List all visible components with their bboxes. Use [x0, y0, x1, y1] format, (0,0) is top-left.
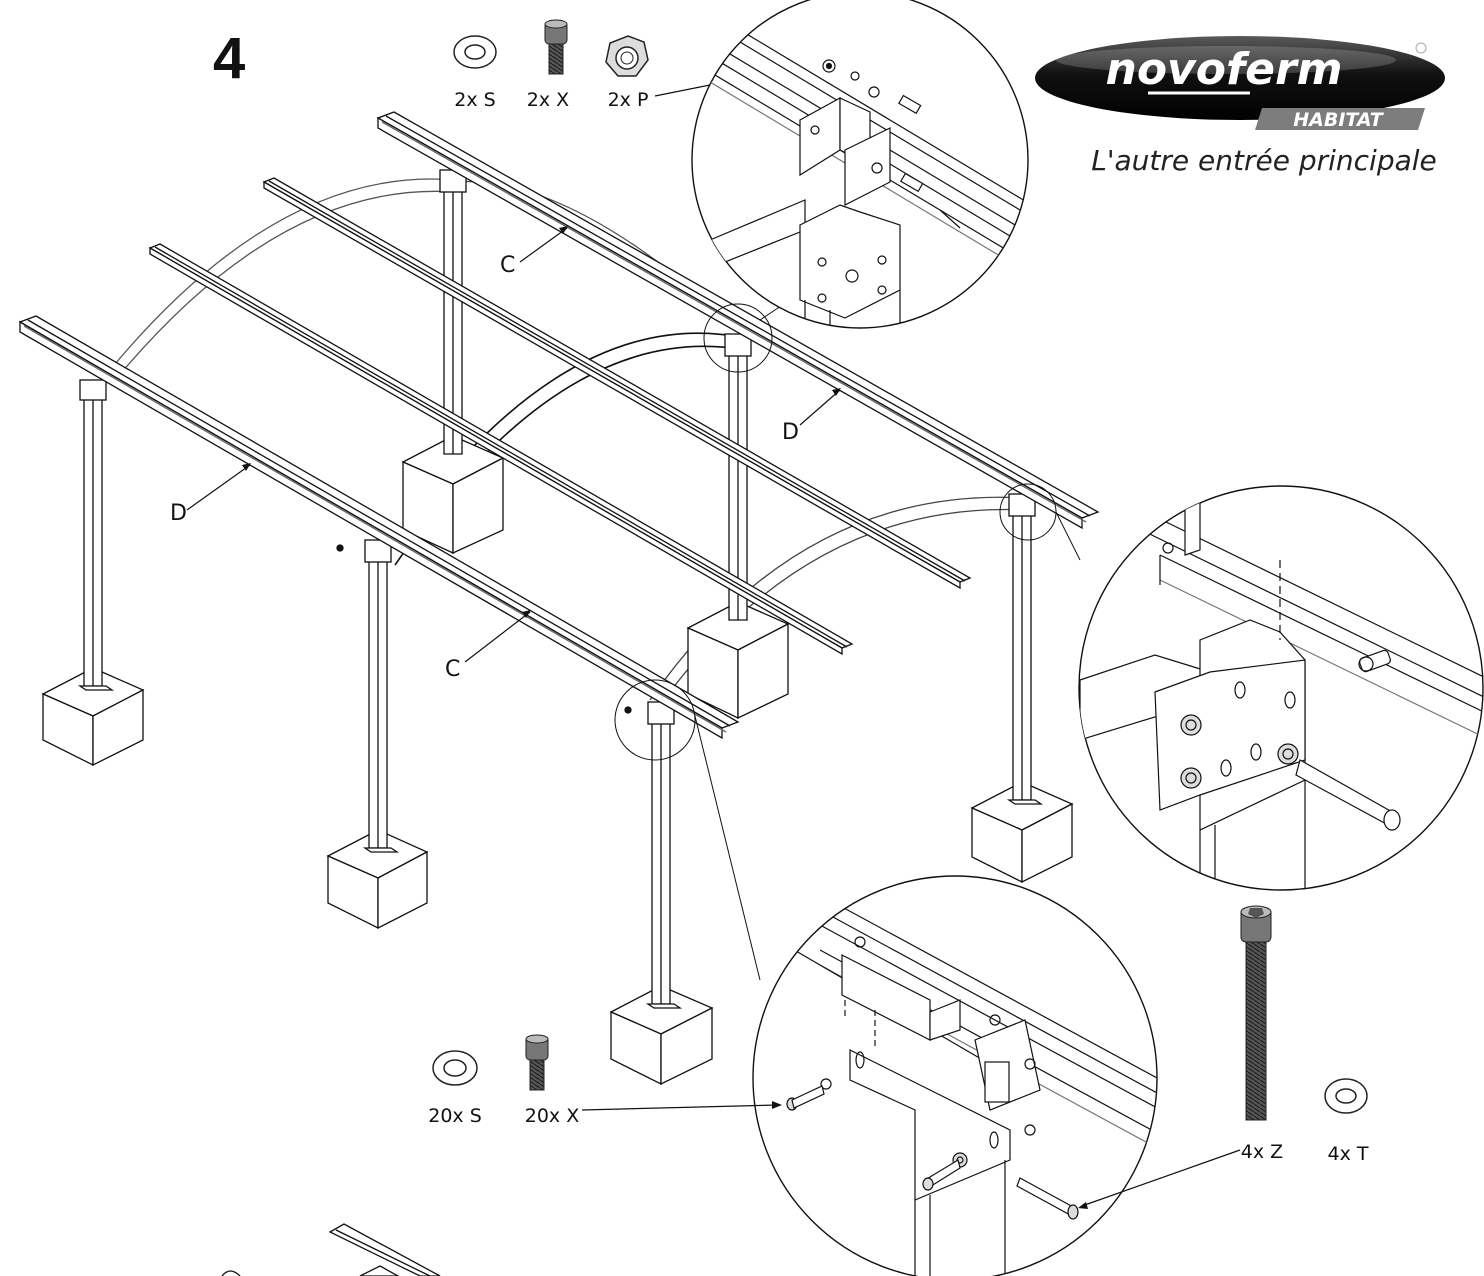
concrete-block	[326, 829, 429, 930]
beam-d	[18, 315, 740, 740]
brand-name: novoferm	[1106, 44, 1343, 95]
beam-c	[148, 243, 854, 656]
callout-d: D	[170, 501, 187, 526]
detail-view-right	[1078, 485, 1484, 891]
washer-icon	[432, 1050, 478, 1086]
step-number: 4	[213, 26, 245, 91]
part-label: 20x X	[525, 1105, 579, 1127]
hex-socket-bolt-icon	[525, 1034, 549, 1091]
brand-tagline: L'autre entrée principale	[1091, 144, 1437, 177]
hardware-right: 4x Z 4x T	[1078, 905, 1369, 1209]
brand-sub: HABITAT	[1293, 109, 1385, 131]
concrete-block	[970, 781, 1074, 884]
hardware-top: 2x S 2x X 2x P	[453, 19, 822, 111]
post	[83, 397, 103, 687]
long-bolt-icon	[1240, 905, 1272, 1121]
beam-c	[262, 177, 972, 590]
detail-view-top	[691, 0, 1029, 329]
part-label: 2x P	[608, 89, 649, 111]
callout-d: D	[782, 420, 799, 445]
part-label: 2x X	[527, 89, 569, 111]
part-label: 20x S	[428, 1105, 482, 1127]
leader-line	[1081, 1149, 1241, 1207]
brand-logo: novoferm HABITAT L'autre entrée principa…	[1035, 36, 1445, 177]
concrete-block	[401, 435, 505, 555]
hex-nut-icon	[605, 35, 649, 77]
hex-socket-bolt-icon	[544, 19, 568, 75]
next-step-fragment	[221, 1223, 441, 1276]
callout-c: C	[445, 657, 460, 682]
concrete-block	[41, 667, 145, 767]
callouts: C C D D	[170, 226, 841, 682]
washer-icon	[1324, 1078, 1368, 1114]
part-label: 2x S	[454, 89, 495, 111]
beam-d	[376, 111, 1100, 530]
post	[1012, 511, 1032, 801]
detail-view-bottom	[752, 875, 1158, 1276]
carport-structure	[18, 111, 1100, 1086]
post	[651, 721, 671, 1005]
callout-c: C	[500, 253, 515, 278]
concrete-block	[686, 601, 790, 720]
part-label: 4x Z	[1241, 1141, 1283, 1163]
part-label: 4x T	[1328, 1143, 1369, 1165]
concrete-block	[609, 985, 714, 1086]
leader-line	[581, 1104, 779, 1111]
hardware-bottom: 20x S 20x X	[428, 1034, 782, 1127]
post	[368, 559, 388, 849]
washer-icon	[453, 35, 497, 69]
